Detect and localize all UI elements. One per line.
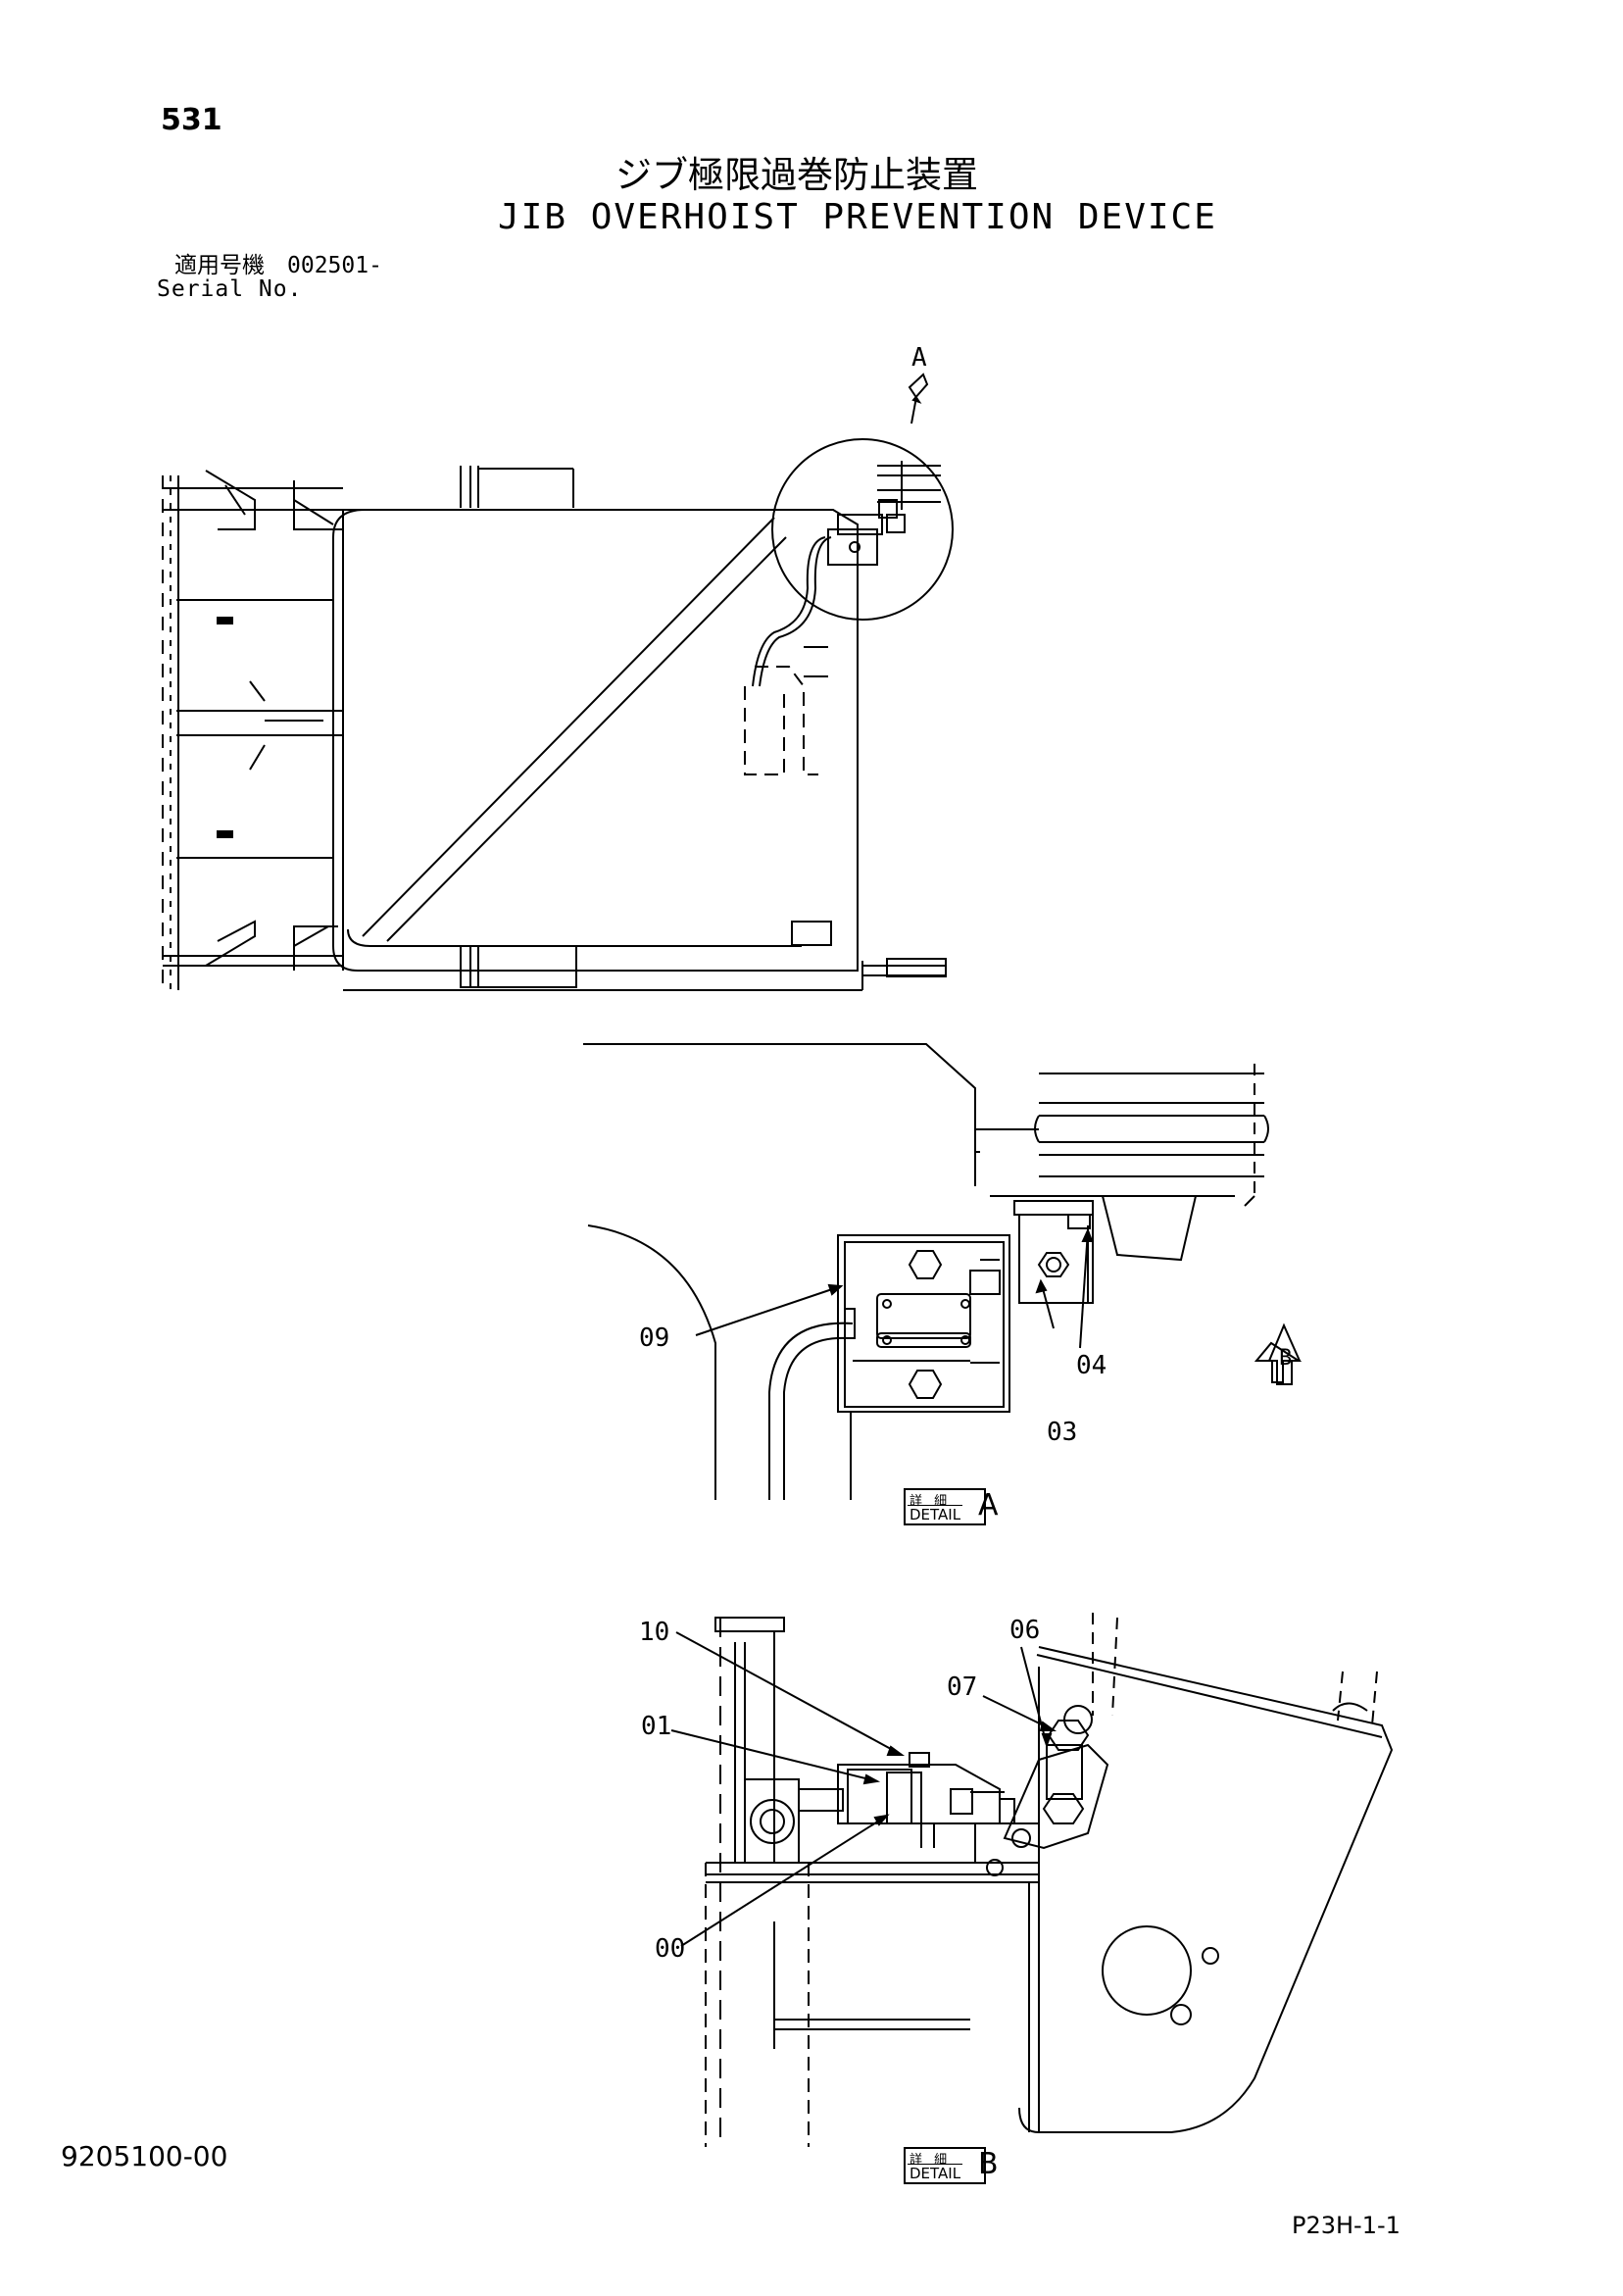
- view-marker-a: A: [911, 343, 927, 373]
- page-number: 531: [161, 103, 222, 137]
- detail-a-label: 詳 細 DETAIL: [904, 1488, 986, 1525]
- callout-03: 03: [1047, 1418, 1078, 1447]
- callout-07: 07: [947, 1672, 978, 1702]
- detail-b-label: 詳 細 DETAIL: [904, 2147, 986, 2184]
- detail-b-letter: B: [978, 2147, 999, 2181]
- title-japanese: ジブ極限過巻防止装置: [615, 154, 978, 196]
- callout-10: 10: [639, 1618, 670, 1647]
- serial-label-japanese: 適用号機 002501-: [174, 253, 382, 278]
- jib-frame-overview: [162, 373, 954, 991]
- view-marker-b: B: [1279, 1346, 1293, 1371]
- callout-09: 09: [639, 1323, 670, 1353]
- detail-a-letter: A: [978, 1488, 999, 1522]
- title-english: JIB OVERHOIST PREVENTION DEVICE: [498, 197, 1217, 237]
- detail-b-label-english: DETAIL: [908, 2164, 963, 2182]
- detail-b-drawing: [670, 1613, 1394, 2147]
- callout-00: 00: [655, 1934, 686, 1964]
- callout-01: 01: [641, 1712, 672, 1741]
- document-number: 9205100-00: [61, 2140, 228, 2172]
- callout-04: 04: [1076, 1351, 1107, 1380]
- callout-06: 06: [1009, 1616, 1041, 1645]
- detail-a-label-english: DETAIL: [908, 1505, 963, 1523]
- serial-label-english: Serial No.: [157, 276, 303, 302]
- detail-a-drawing: [583, 1043, 1303, 1500]
- page-code: P23H-1-1: [1292, 2212, 1401, 2239]
